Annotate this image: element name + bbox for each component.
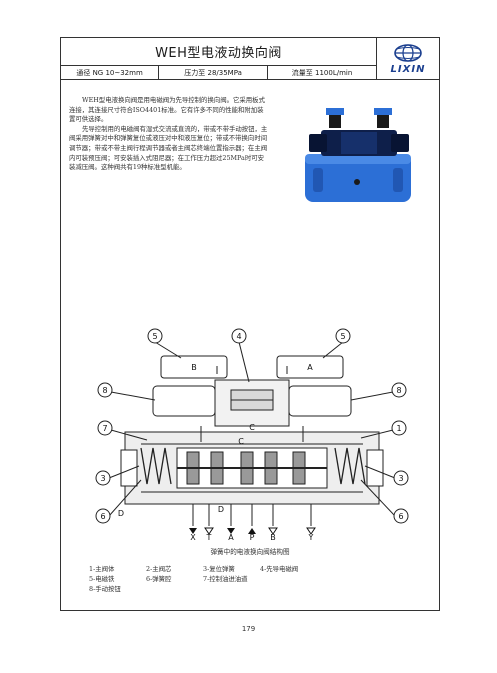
inner-label-c2: C: [238, 437, 244, 446]
datasheet-frame: WEH型电液动换向阀 通径 NG 10~32mm 压力至 28/35MPa 流量…: [60, 37, 440, 611]
legend-item: 4-先导电磁阀: [260, 565, 299, 573]
port-b: B: [270, 533, 276, 542]
spec-pressure: 压力至 28/35MPa: [158, 66, 267, 79]
svg-text:3: 3: [398, 474, 403, 483]
port-x: X: [190, 533, 196, 542]
callout-5a: 5: [147, 328, 163, 344]
svg-text:3: 3: [100, 474, 105, 483]
svg-text:1: 1: [396, 424, 401, 433]
legend-item: 5-电磁铁: [89, 575, 115, 583]
inner-label-d1: D: [118, 509, 124, 518]
port-t: T: [206, 533, 212, 542]
callout-3a: 3: [95, 470, 111, 486]
intro-paragraph: 先导控制用的电磁阀有湿式交流或直流的，带或不带手动按钮，主阀采用弹簧对中和弹簧复…: [69, 124, 268, 172]
solenoid-label-b: B: [191, 363, 197, 372]
spec-row: 通径 NG 10~32mm 压力至 28/35MPa 流量至 1100L/min: [61, 66, 377, 80]
svg-text:5: 5: [152, 332, 157, 341]
legend-row: 8-手动按钮: [89, 584, 317, 594]
legend-row: 5-电磁铁 6-弹簧腔 7-控制油进油道: [89, 574, 317, 584]
inner-label-d2: D: [218, 505, 224, 514]
svg-text:7: 7: [102, 424, 107, 433]
inner-label-c1: C: [249, 423, 255, 432]
legend-item: 3-复位弹簧: [203, 565, 235, 573]
legend-item: 6-弹簧腔: [146, 575, 172, 583]
legend-row: 1-主阀体 2-主阀芯 3-复位弹簧 4-先导电磁阀: [89, 564, 317, 574]
legend-item: 2-主阀芯: [146, 565, 172, 573]
callout-8a: 8: [97, 382, 113, 398]
callout-1: 1: [391, 420, 407, 436]
page-number: 179: [241, 625, 256, 633]
svg-text:4: 4: [236, 332, 241, 341]
svg-text:8: 8: [102, 386, 107, 395]
globe-logo-icon: [394, 43, 422, 62]
callout-8b: 8: [391, 382, 407, 398]
svg-text:6: 6: [398, 512, 403, 521]
legend-item: 8-手动按钮: [89, 585, 121, 593]
svg-text:5: 5: [340, 332, 345, 341]
solenoid-a: [276, 355, 344, 379]
callout-3b: 3: [393, 470, 409, 486]
page-title: WEH型电液动换向阀: [61, 38, 377, 66]
callout-5b: 5: [335, 328, 351, 344]
port-a: A: [228, 533, 234, 542]
legend-item: 7-控制油进油道: [203, 575, 248, 583]
structure-diagram: 5 4 5 8 8 7 1 3 3 6 6 B A C C D D X T A …: [95, 328, 409, 542]
legend-item: 1-主阀体: [89, 565, 115, 573]
brand-name: LIXIN: [390, 63, 426, 75]
valve-photo: [305, 108, 411, 202]
solenoid-b: [160, 355, 228, 379]
port-p: P: [250, 533, 255, 542]
main-body-shape: [305, 154, 411, 202]
intro-text: WEH型电液换向阀是用电磁阀为先导控制的换向阀。它采用板式连接，其连接尺寸符合I…: [69, 96, 269, 173]
callout-4: 4: [231, 328, 247, 344]
intro-paragraph: WEH型电液换向阀是用电磁阀为先导控制的换向阀。它采用板式连接，其连接尺寸符合I…: [69, 96, 265, 124]
diagram-caption: 弹簧中的电液换向阀结构图: [210, 548, 290, 556]
callout-6b: 6: [393, 508, 409, 524]
brand-logo: LIXIN: [377, 38, 439, 80]
callout-6a: 6: [95, 508, 111, 524]
svg-text:6: 6: [100, 512, 105, 521]
solenoid-label-a: A: [307, 363, 313, 372]
callout-7: 7: [97, 420, 113, 436]
parts-legend: 1-主阀体 2-主阀芯 3-复位弹簧 4-先导电磁阀 5-电磁铁 6-弹簧腔 7…: [89, 564, 317, 594]
spec-diameter: 通径 NG 10~32mm: [76, 68, 143, 77]
port-y: Y: [308, 533, 314, 542]
svg-text:8: 8: [396, 386, 401, 395]
spec-flow: 流量至 1100L/min: [267, 66, 376, 79]
